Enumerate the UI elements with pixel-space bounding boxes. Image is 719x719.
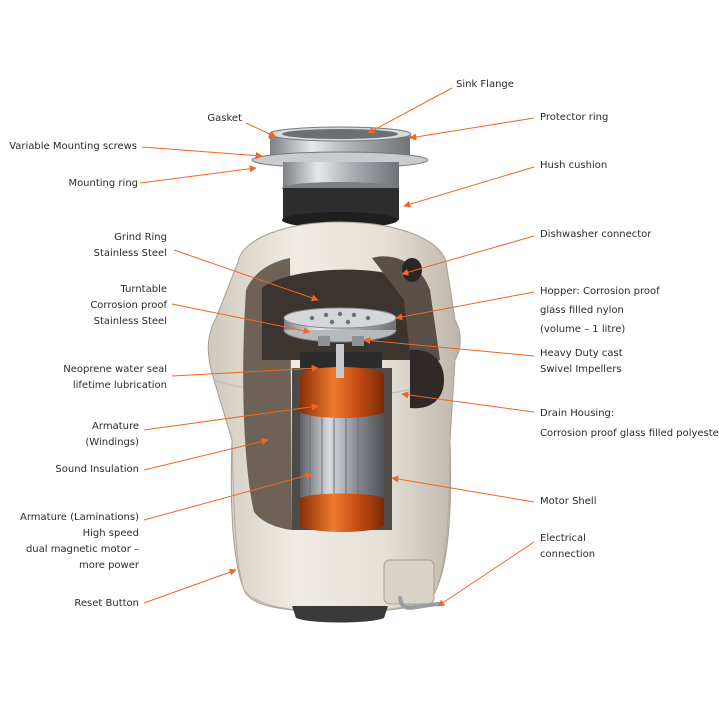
label-sink-flange: Sink Flange — [456, 79, 514, 90]
label-hopper: Hopper: Corrosion proof glass filled nyl… — [540, 286, 660, 335]
label-dishwasher-connector: Dishwasher connector — [540, 229, 652, 240]
cutaway-section — [243, 256, 444, 532]
label-mounting-ring: Mounting ring — [68, 178, 138, 189]
label-variable-mounting-screws: Variable Mounting screws — [9, 141, 137, 152]
label-armature-windings: Armature (Windings) — [85, 421, 139, 448]
label-armature-laminations: Armature (Laminations) High speed dual m… — [20, 512, 139, 571]
label-drain-housing: Drain Housing: Corrosion proof glass fil… — [540, 408, 719, 439]
label-reset-button: Reset Button — [74, 598, 139, 609]
leader-lines — [139, 87, 535, 607]
label-grind-ring: Grind Ring Stainless Steel — [93, 232, 167, 259]
label-electrical-connection: Electrical connection — [540, 533, 596, 560]
sink-flange-assembly — [251, 126, 429, 228]
label-sound-insulation: Sound Insulation — [55, 464, 139, 475]
label-neoprene-seal: Neoprene water seal lifetime lubrication — [63, 364, 167, 391]
label-motor-shell: Motor Shell — [540, 496, 597, 507]
label-turntable: Turntable Corrosion proof Stainless Stee… — [90, 284, 167, 327]
label-heavy-duty-impellers: Heavy Duty cast Swivel Impellers — [540, 348, 623, 375]
label-protector-ring: Protector ring — [540, 112, 609, 123]
label-gasket: Gasket — [207, 113, 242, 124]
label-hush-cushion: Hush cushion — [540, 160, 608, 171]
